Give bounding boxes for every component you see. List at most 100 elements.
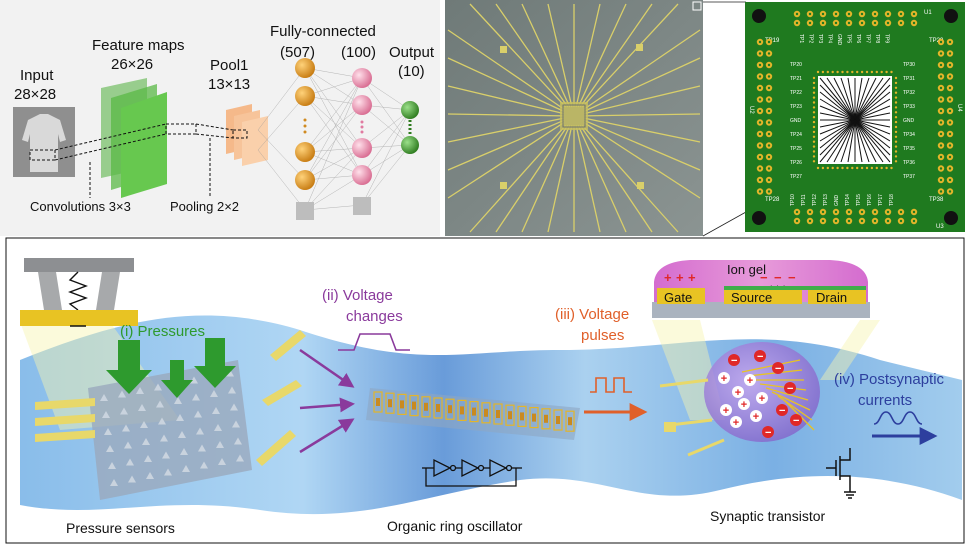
pcb-bond-dot <box>875 166 878 170</box>
anion-sign: − <box>731 355 737 367</box>
pressure-arrow-icon <box>161 360 193 398</box>
chip-bond-pads <box>500 44 644 189</box>
pcb-bond-dot <box>826 166 829 170</box>
pcb-pad-hole <box>948 86 952 90</box>
sensor-bump <box>218 458 226 465</box>
pcb-pad-hole <box>912 21 916 25</box>
cation-sign: + <box>753 411 759 423</box>
pcb-pad-label: TP1 <box>798 34 804 43</box>
pcb-pad-hole <box>834 12 838 16</box>
pcb-pad-hole <box>939 190 943 193</box>
pcb-bond-dot <box>894 120 898 124</box>
electrode-finger <box>765 387 809 401</box>
voltage-arrows <box>299 348 355 454</box>
sensor-bump <box>102 411 110 418</box>
pcb-pad-hole <box>948 155 952 159</box>
sensor-bump <box>156 400 164 408</box>
pcb-pad-label: TP37 <box>903 174 915 180</box>
pcb-pad-hole <box>939 167 943 170</box>
pcb-pad-label: TP26 <box>790 160 802 166</box>
pcb-bond-dot <box>821 70 825 74</box>
synaptic-transistor-label: Synaptic transistor <box>710 508 825 524</box>
oscillator-transistor <box>484 408 488 417</box>
oscillator-cell <box>373 391 383 413</box>
pcb-bond-dot <box>846 70 849 74</box>
transistor-symbol-icon <box>826 448 856 499</box>
fc-label: Fully-connected <box>270 23 376 40</box>
pcb-corner-label: U3 <box>936 224 944 230</box>
pcb-bond-dot <box>812 91 816 94</box>
pcb-bond-dot <box>865 166 869 170</box>
pcb-bond-dot <box>816 166 820 170</box>
chip-core <box>560 102 588 130</box>
zoom-box <box>692 1 702 11</box>
pcb-pad-hole <box>758 98 762 101</box>
pcb-pad-label: TP17 <box>878 194 884 206</box>
pcb-corner-pad-label: TP28 <box>765 197 780 203</box>
oscillator-transistor <box>520 412 524 421</box>
feature-maps-dim: 26×26 <box>111 56 153 73</box>
chip-trace <box>469 3 567 108</box>
pcb-bond-dot <box>894 145 898 148</box>
transistor-leads <box>659 378 725 457</box>
anion-sign: − <box>787 383 793 395</box>
pcb-pad-label: TP14 <box>845 194 851 206</box>
pcb-bond-dot <box>894 140 898 143</box>
pcb-bond-dot <box>865 70 869 74</box>
pcb-pad-label: GND <box>903 118 915 124</box>
svg-text:+: + <box>688 270 696 285</box>
chip-trace <box>579 3 653 108</box>
pcb-bond-dot <box>880 166 883 170</box>
sensor-bump <box>192 393 200 401</box>
pcb-pad-hole <box>860 219 864 223</box>
pcb-pad-hole <box>939 178 943 182</box>
pcb-pad-hole <box>795 210 799 214</box>
pcb-pad-hole <box>860 12 864 16</box>
pcb-pad-hole <box>821 219 825 223</box>
pcb-ray <box>847 119 856 163</box>
pcb-bond-dot <box>860 70 864 74</box>
pcb-pad-hole <box>899 210 903 214</box>
pcb-bond-dot <box>894 76 898 80</box>
pool-caption: Pooling 2×2 <box>170 199 239 214</box>
chip-trace <box>584 113 701 117</box>
pcb-corner-pad-label: TP38 <box>929 197 944 203</box>
sensor-bump <box>232 420 240 428</box>
fc2-ellipsis <box>360 125 364 129</box>
pcb-pad-hole <box>767 190 771 193</box>
svg-text:−: − <box>774 270 782 285</box>
pcb-pad-label: TP20 <box>790 62 802 68</box>
sensor-bump <box>198 444 206 452</box>
pcb-corner-label: U4 <box>956 104 962 112</box>
pcb-pad-label: TP21 <box>790 76 802 82</box>
pcb-bond-dot <box>875 70 878 74</box>
pcb-pad-hole <box>939 144 943 147</box>
chip-trace <box>581 3 679 108</box>
pcb-pad-label: TP5 <box>846 34 852 43</box>
pcb-bond-dot <box>860 166 864 170</box>
chip-core-inner <box>562 104 586 128</box>
pool-map-3 <box>242 116 268 166</box>
chip-trace <box>575 3 601 108</box>
postsynaptic-label-1: (iv) Postsynaptic <box>834 371 945 388</box>
cation-sign: + <box>759 393 765 405</box>
chip-photo-panel <box>445 0 703 236</box>
sensor-bump <box>110 479 118 486</box>
chip-trace <box>521 3 571 108</box>
oscillator-cell <box>565 410 575 432</box>
drain-label: Drain <box>816 290 847 305</box>
chip-trace <box>447 85 565 115</box>
sensor-pillar <box>96 272 120 310</box>
voltage-pulses-label-2: pulses <box>581 327 624 344</box>
chip-trace <box>469 124 567 233</box>
pcb-pad-label: TP16 <box>867 194 873 206</box>
pcb-pad-label: TP13 <box>823 194 829 206</box>
gate-electrode <box>657 288 705 304</box>
pcb-bond-dot <box>812 145 816 148</box>
pcb-pad-hole <box>948 109 952 113</box>
pcb-pad-hole <box>834 21 838 25</box>
pcb-ray <box>854 77 891 121</box>
pcb-pad-hole <box>758 121 762 124</box>
